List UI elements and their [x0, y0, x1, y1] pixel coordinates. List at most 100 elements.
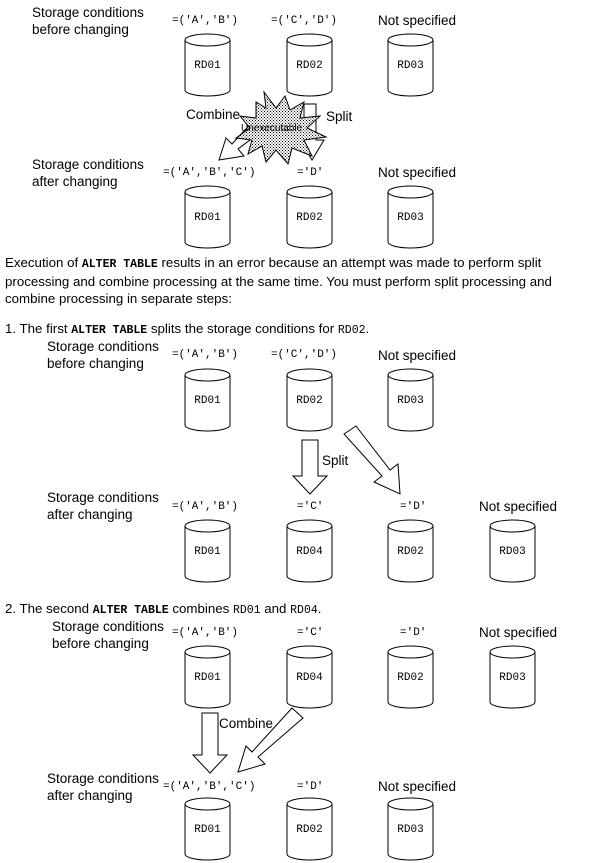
cylinder-icon: [286, 368, 333, 432]
combine-label: Combine: [186, 107, 241, 122]
cylinder-icon: [184, 368, 231, 432]
paragraph-code: ALTER TABLE: [81, 258, 158, 271]
region-rd04-cylinder: RD04: [286, 519, 333, 583]
cylinder-icon: [387, 185, 434, 249]
region-rd01-cylinder: RD01: [184, 185, 231, 249]
condition-ab: =('A','B'): [172, 627, 239, 639]
condition-not-specified: Not specified: [479, 499, 558, 514]
combine-arrow-down: [191, 712, 229, 774]
before-label-line1: Storage conditions: [47, 339, 159, 354]
cylinder-icon: [387, 645, 434, 709]
cylinder-icon: [184, 645, 231, 709]
step2-text-d: .: [317, 601, 322, 616]
cylinder-icon: [286, 519, 333, 583]
region-rd03-cylinder: RD03: [387, 185, 434, 249]
condition-c: ='C': [297, 501, 324, 513]
region-label: RD01: [194, 212, 221, 224]
region-label: RD02: [296, 824, 323, 836]
region-label: RD03: [499, 546, 526, 558]
explanation-paragraph: Execution of ALTER TABLE results in an e…: [5, 254, 601, 307]
region-rd02-cylinder: RD02: [387, 519, 434, 583]
region-label: RD04: [296, 546, 323, 558]
condition-not-specified: Not specified: [479, 625, 558, 640]
cylinder-icon: [286, 185, 333, 249]
condition-not-specified: Not specified: [378, 348, 457, 363]
region-label: RD02: [397, 672, 424, 684]
after-label-line2: after changing: [32, 174, 118, 189]
combine-label: Combine: [219, 716, 274, 731]
after-label-line2: after changing: [47, 788, 133, 803]
after-label-line1: Storage conditions: [47, 490, 159, 505]
region-label: RD02: [397, 546, 424, 558]
paragraph-text-2: results in an error because an attempt w…: [5, 255, 552, 306]
cylinder-icon: [286, 645, 333, 709]
step2-region-1: RD01: [232, 604, 261, 617]
cylinder-icon: [184, 797, 231, 861]
before-label-line1: Storage conditions: [32, 5, 144, 20]
step1-code: ALTER TABLE: [71, 324, 148, 337]
condition-abc: =('A','B','C'): [163, 781, 256, 793]
region-label: RD03: [397, 60, 424, 72]
condition-not-specified: Not specified: [378, 779, 457, 794]
region-rd01-cylinder: RD01: [184, 368, 231, 432]
condition-d: ='D': [400, 627, 427, 639]
region-rd03-cylinder: RD03: [489, 519, 536, 583]
split-arrow-diagonal: [343, 425, 401, 495]
cylinder-icon: [387, 797, 434, 861]
region-label: RD03: [499, 672, 526, 684]
region-label: RD01: [194, 60, 221, 72]
region-label: RD01: [194, 395, 221, 407]
condition-cd: =('C','D'): [271, 15, 338, 27]
cylinder-icon: [489, 645, 536, 709]
condition-c: ='C': [297, 627, 324, 639]
cylinder-icon: [387, 368, 434, 432]
cylinder-icon: [489, 519, 536, 583]
condition-ab: =('A','B'): [172, 15, 239, 27]
step2-text-b: combines: [168, 601, 233, 616]
condition-cd: =('C','D'): [271, 349, 338, 361]
step2-region-2: RD04: [290, 604, 318, 617]
cylinder-icon: [387, 519, 434, 583]
condition-d: ='D': [297, 781, 324, 793]
region-rd03-cylinder: RD03: [387, 33, 434, 97]
region-rd02-cylinder: RD02: [286, 368, 333, 432]
condition-d: ='D': [400, 501, 427, 513]
cylinder-icon: [184, 185, 231, 249]
region-rd02-cylinder: RD02: [286, 797, 333, 861]
region-rd02-cylinder: RD02: [286, 185, 333, 249]
split-arrow-down: [291, 439, 329, 495]
region-rd01-cylinder: RD01: [184, 519, 231, 583]
step2-code: ALTER TABLE: [92, 604, 169, 617]
after-label-line2: after changing: [47, 507, 133, 522]
condition-not-specified: Not specified: [378, 13, 457, 28]
condition-ab: =('A','B'): [172, 349, 239, 361]
condition-not-specified: Not specified: [378, 165, 457, 180]
region-label: RD02: [296, 212, 323, 224]
region-rd03-cylinder: RD03: [489, 645, 536, 709]
before-label-line2: before changing: [47, 356, 144, 371]
before-label-line2: before changing: [32, 22, 129, 37]
region-rd02-cylinder: RD02: [286, 33, 333, 97]
step2-text-c: and: [260, 601, 291, 616]
region-label: RD04: [296, 672, 323, 684]
region-label: RD03: [397, 824, 424, 836]
step1-text-a: 1. The first: [5, 321, 72, 336]
paragraph-text-1: Execution of: [5, 255, 82, 270]
region-label: RD03: [397, 212, 424, 224]
step1-text-c: .: [365, 321, 370, 336]
region-rd01-cylinder: RD01: [184, 645, 231, 709]
cylinder-icon: [184, 519, 231, 583]
cylinder-icon: [286, 797, 333, 861]
before-label-line1: Storage conditions: [52, 619, 164, 634]
step2-heading: 2. The second ALTER TABLE combines RD01 …: [5, 600, 321, 619]
after-label-line1: Storage conditions: [32, 157, 144, 172]
step1-text-b: splits the storage conditions for: [147, 321, 338, 336]
condition-ab: =('A','B'): [172, 501, 239, 513]
region-rd01-cylinder: RD01: [184, 33, 231, 97]
region-rd01-cylinder: RD01: [184, 797, 231, 861]
step1-region: RD02: [337, 324, 366, 337]
region-label: RD01: [194, 824, 221, 836]
condition-abc: =('A','B','C'): [163, 167, 256, 179]
